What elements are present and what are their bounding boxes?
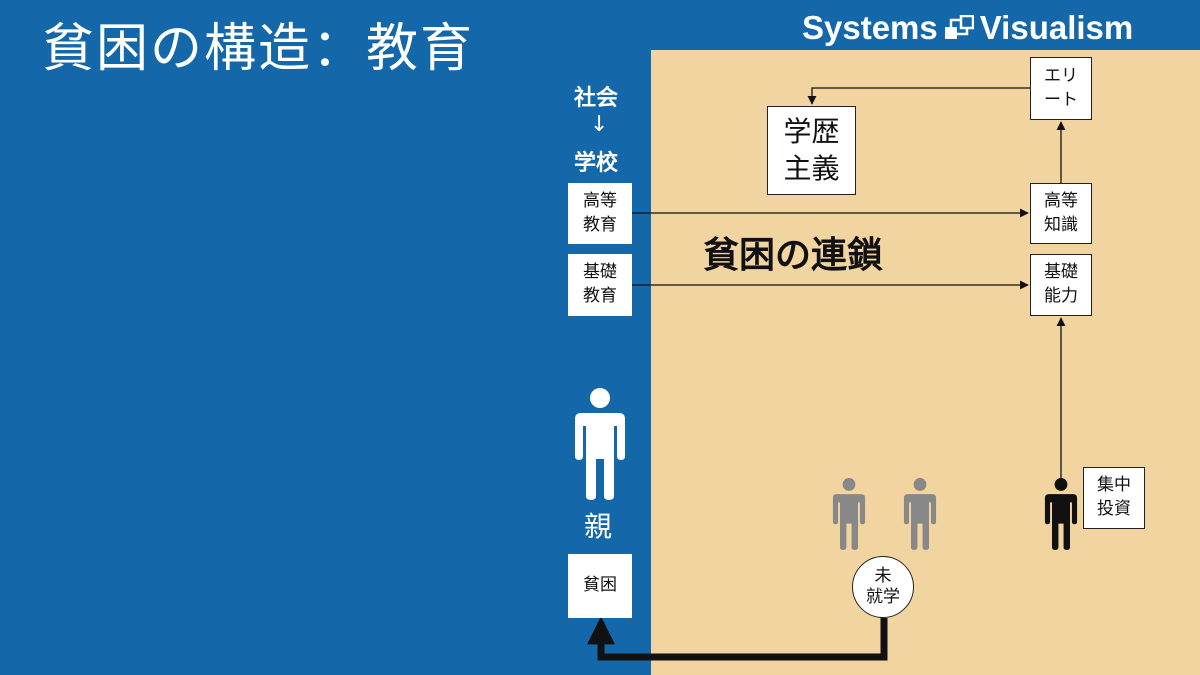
box-concentrated-investment: 集中 投資	[1083, 467, 1145, 529]
box-elite: エリ ート	[1030, 57, 1092, 120]
logo-diagram-icon	[944, 15, 974, 39]
arrow-unschooled-to-poverty	[587, 616, 888, 661]
logo-text-right: Visualism	[979, 9, 1134, 46]
header-society: 社会	[574, 86, 619, 111]
brand-logo: Systems Visualism	[802, 8, 1133, 48]
arrow-elite-to-credentialism	[807, 87, 1030, 105]
box-credentialism: 学歴 主義	[767, 106, 856, 195]
child-person-icon-2	[903, 478, 937, 550]
chain-label: 貧困の連鎖	[703, 235, 884, 276]
circle-unschooled: 未 就学	[852, 556, 914, 618]
invested-child-person-icon	[1044, 478, 1078, 550]
society-panel	[651, 50, 1200, 675]
child-person-icon-1	[832, 478, 866, 550]
box-poverty: 貧困	[568, 554, 632, 618]
header-school: 学校	[574, 151, 619, 176]
parent-label: 親	[584, 510, 613, 543]
page-title: 貧困の構造：教育	[42, 19, 475, 79]
box-basic-ability: 基礎 能力	[1030, 254, 1092, 316]
logo-text-left: Systems	[802, 9, 938, 46]
box-higher-education: 高等 教育	[568, 183, 632, 244]
parent-person-icon	[575, 388, 625, 500]
arrow-down-icon: ↓	[590, 112, 609, 137]
box-basic-education: 基礎 教育	[568, 254, 632, 316]
box-higher-knowledge: 高等 知識	[1030, 183, 1092, 244]
